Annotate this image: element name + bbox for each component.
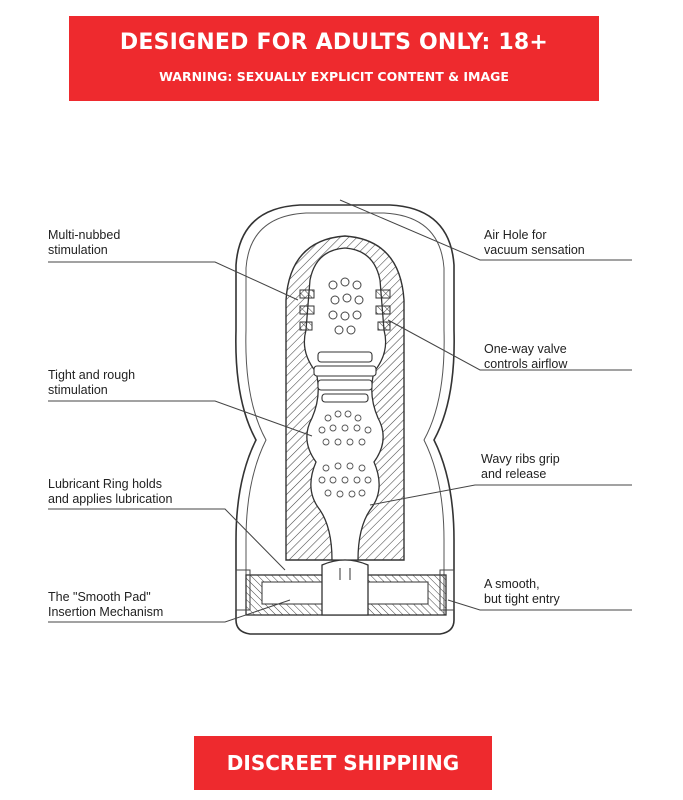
label-one-way-valve: One-way valve controls airflow <box>484 342 568 371</box>
insertion-opening <box>321 559 369 616</box>
outer-shell <box>235 204 455 635</box>
age-warning-headline: DESIGNED FOR ADULTS ONLY: 18+ <box>119 30 549 55</box>
label-wavy-ribs: Wavy ribs grip and release <box>481 452 560 481</box>
product-cross-section-diagram <box>48 199 632 635</box>
label-smooth-pad: The "Smooth Pad" Insertion Mechanism <box>48 590 164 619</box>
age-warning-subline: WARNING: SEXUALLY EXPLICIT CONTENT & IMA… <box>159 69 509 84</box>
label-lubricant-ring: Lubricant Ring holds and applies lubrica… <box>48 477 173 506</box>
age-warning-banner: DESIGNED FOR ADULTS ONLY: 18+ WARNING: S… <box>69 16 599 101</box>
discreet-shipping-banner: DISCREET SHIPPIING <box>194 736 492 790</box>
label-smooth-entry: A smooth, but tight entry <box>484 577 560 606</box>
label-multi-nubbed: Multi-nubbed stimulation <box>48 228 121 257</box>
label-tight-rough: Tight and rough stimulation <box>48 368 136 397</box>
label-air-hole: Air Hole for vacuum sensation <box>484 228 585 257</box>
